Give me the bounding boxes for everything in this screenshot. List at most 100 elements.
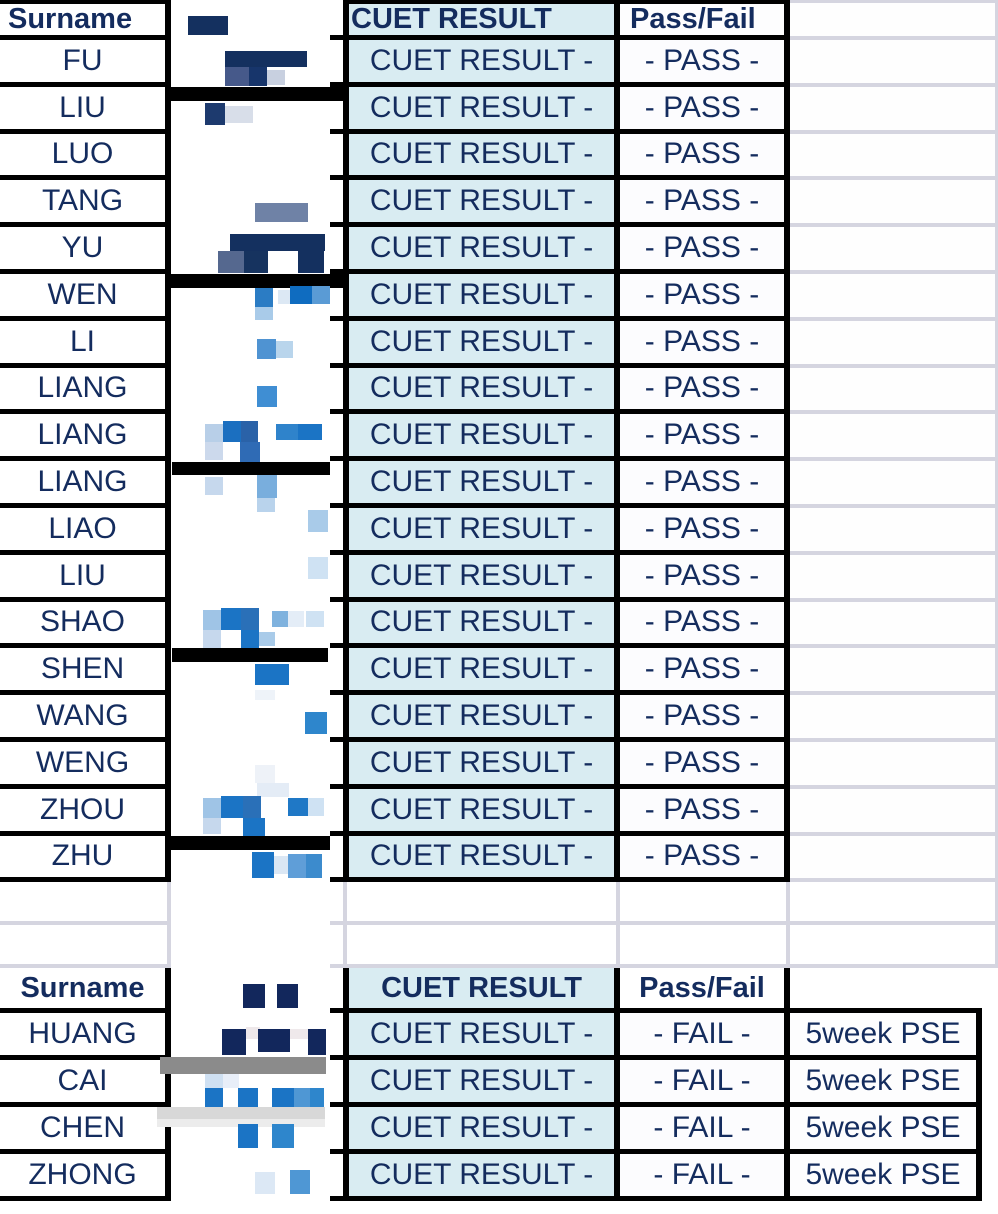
cell-cuet-result[interactable]: CUET RESULT - <box>343 367 620 415</box>
cell-cuet-result[interactable]: CUET RESULT - <box>343 1107 620 1155</box>
cell-surname[interactable]: SHAO <box>0 601 171 649</box>
cell-pass-fail-status[interactable]: - PASS - <box>620 86 790 134</box>
spacer-cell[interactable] <box>790 882 998 926</box>
header-surname[interactable]: Surname <box>0 968 171 1014</box>
cell-cuet-result[interactable]: CUET RESULT - <box>343 835 620 883</box>
cell-surname[interactable]: LUO <box>0 133 171 181</box>
cell-pass-fail-status[interactable]: - PASS - <box>620 227 790 274</box>
cell-followup[interactable] <box>790 40 998 87</box>
cell-surname[interactable]: LIAO <box>0 507 171 555</box>
cell-pass-fail-status[interactable]: - PASS - <box>620 741 790 789</box>
cell-followup[interactable]: 5week PSE <box>790 1013 982 1061</box>
header-extra-cell[interactable] <box>790 968 982 1014</box>
cell-cuet-result[interactable]: CUET RESULT - <box>343 1060 620 1108</box>
cell-cuet-result[interactable]: CUET RESULT - <box>343 461 620 508</box>
cell-surname[interactable]: LIU <box>0 554 171 602</box>
cell-cuet-result[interactable]: CUET RESULT - <box>343 180 620 228</box>
cell-followup[interactable] <box>790 133 998 181</box>
cell-pass-fail-status[interactable]: - PASS - <box>620 461 790 508</box>
cell-cuet-result[interactable]: CUET RESULT - <box>343 788 620 836</box>
cell-surname[interactable]: LIANG <box>0 367 171 415</box>
cell-pass-fail-status[interactable]: - FAIL - <box>620 1154 790 1202</box>
cell-pass-fail-status[interactable]: - PASS - <box>620 507 790 555</box>
cell-cuet-result[interactable]: CUET RESULT - <box>343 40 620 87</box>
cell-followup[interactable]: 5week PSE <box>790 1154 982 1202</box>
cell-cuet-result[interactable]: CUET RESULT - <box>343 695 620 742</box>
cell-pass-fail-status[interactable]: - PASS - <box>620 367 790 415</box>
cell-pass-fail-status[interactable]: - PASS - <box>620 180 790 228</box>
cell-cuet-result[interactable]: CUET RESULT - <box>343 273 620 321</box>
cell-cuet-result[interactable]: CUET RESULT - <box>343 601 620 649</box>
spacer-cell[interactable] <box>343 925 620 969</box>
cell-surname[interactable]: WENG <box>0 741 171 789</box>
cell-cuet-result[interactable]: CUET RESULT - <box>343 133 620 181</box>
spacer-cell[interactable] <box>620 925 790 969</box>
cell-followup[interactable] <box>790 461 998 508</box>
header-pass-fail[interactable]: Pass/Fail <box>620 0 790 40</box>
cell-cuet-result[interactable]: CUET RESULT - <box>343 741 620 789</box>
spacer-cell[interactable] <box>620 882 790 926</box>
cell-followup[interactable] <box>790 273 998 321</box>
spacer-cell[interactable] <box>0 882 171 926</box>
cell-surname[interactable]: LIANG <box>0 414 171 462</box>
cell-pass-fail-status[interactable]: - FAIL - <box>620 1107 790 1155</box>
cell-pass-fail-status[interactable]: - FAIL - <box>620 1060 790 1108</box>
header-extra-cell[interactable] <box>790 0 998 40</box>
cell-cuet-result[interactable]: CUET RESULT - <box>343 227 620 274</box>
cell-cuet-result[interactable]: CUET RESULT - <box>343 554 620 602</box>
cell-followup[interactable] <box>790 414 998 462</box>
cell-followup[interactable] <box>790 695 998 742</box>
cell-surname[interactable]: ZHU <box>0 835 171 883</box>
cell-pass-fail-status[interactable]: - PASS - <box>620 835 790 883</box>
cell-cuet-result[interactable]: CUET RESULT - <box>343 1013 620 1061</box>
header-cuet-result[interactable]: CUET RESULT <box>343 968 620 1014</box>
cell-surname[interactable]: ZHONG <box>0 1154 171 1202</box>
cell-pass-fail-status[interactable]: - PASS - <box>620 133 790 181</box>
cell-surname[interactable]: TANG <box>0 180 171 228</box>
cell-followup[interactable] <box>790 835 998 883</box>
cell-followup[interactable] <box>790 320 998 368</box>
cell-surname[interactable]: HUANG <box>0 1013 171 1061</box>
cell-pass-fail-status[interactable]: - FAIL - <box>620 1013 790 1061</box>
cell-surname[interactable]: LIU <box>0 86 171 134</box>
cell-cuet-result[interactable]: CUET RESULT - <box>343 648 620 696</box>
cell-pass-fail-status[interactable]: - PASS - <box>620 601 790 649</box>
cell-surname[interactable]: YU <box>0 227 171 274</box>
cell-cuet-result[interactable]: CUET RESULT - <box>343 507 620 555</box>
cell-pass-fail-status[interactable]: - PASS - <box>620 273 790 321</box>
header-pass-fail[interactable]: Pass/Fail <box>620 968 790 1014</box>
cell-pass-fail-status[interactable]: - PASS - <box>620 40 790 87</box>
cell-pass-fail-status[interactable]: - PASS - <box>620 788 790 836</box>
cell-followup[interactable] <box>790 507 998 555</box>
cell-cuet-result[interactable]: CUET RESULT - <box>343 414 620 462</box>
cell-followup[interactable]: 5week PSE <box>790 1060 982 1108</box>
cell-followup[interactable] <box>790 86 998 134</box>
cell-surname[interactable]: FU <box>0 40 171 87</box>
cell-surname[interactable]: SHEN <box>0 648 171 696</box>
cell-surname[interactable]: CAI <box>0 1060 171 1108</box>
cell-cuet-result[interactable]: CUET RESULT - <box>343 86 620 134</box>
cell-surname[interactable]: ZHOU <box>0 788 171 836</box>
cell-surname[interactable]: WANG <box>0 695 171 742</box>
cell-followup[interactable] <box>790 741 998 789</box>
cell-followup[interactable]: 5week PSE <box>790 1107 982 1155</box>
spacer-cell[interactable] <box>0 925 171 969</box>
cell-cuet-result[interactable]: CUET RESULT - <box>343 320 620 368</box>
cell-pass-fail-status[interactable]: - PASS - <box>620 648 790 696</box>
cell-surname[interactable]: LIANG <box>0 461 171 508</box>
cell-followup[interactable] <box>790 180 998 228</box>
cell-surname[interactable]: LI <box>0 320 171 368</box>
header-surname[interactable]: Surname <box>0 0 171 40</box>
spacer-cell[interactable] <box>790 925 998 969</box>
cell-followup[interactable] <box>790 788 998 836</box>
spacer-cell[interactable] <box>343 882 620 926</box>
cell-followup[interactable] <box>790 554 998 602</box>
cell-followup[interactable] <box>790 367 998 415</box>
cell-pass-fail-status[interactable]: - PASS - <box>620 414 790 462</box>
cell-followup[interactable] <box>790 227 998 274</box>
header-cuet-result[interactable]: CUET RESULT <box>343 0 620 40</box>
cell-cuet-result[interactable]: CUET RESULT - <box>343 1154 620 1202</box>
cell-surname[interactable]: WEN <box>0 273 171 321</box>
cell-followup[interactable] <box>790 601 998 649</box>
cell-pass-fail-status[interactable]: - PASS - <box>620 695 790 742</box>
